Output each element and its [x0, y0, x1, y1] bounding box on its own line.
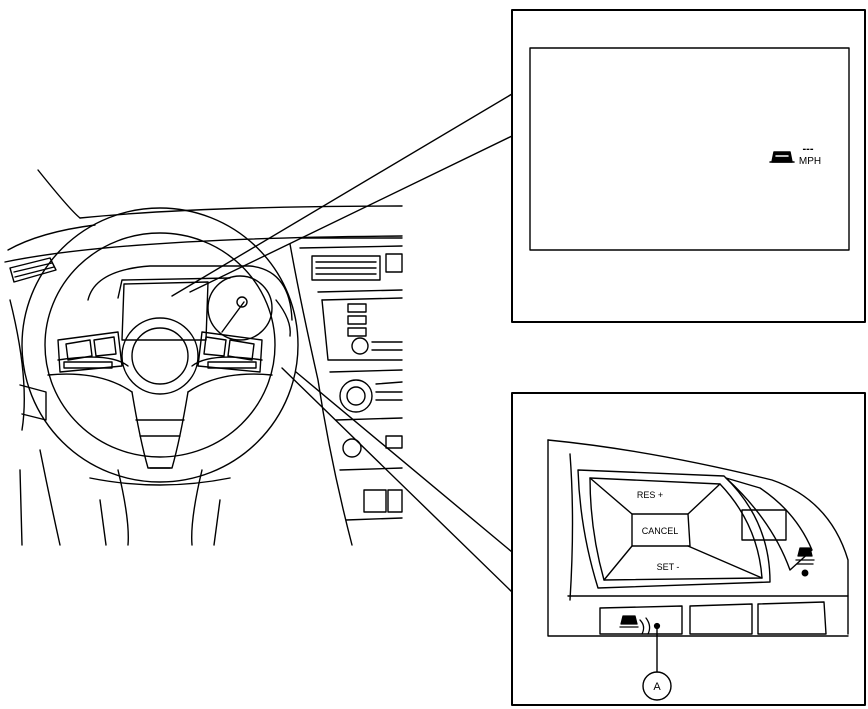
blank-button-right[interactable] — [757, 601, 827, 635]
cancel-button[interactable] — [631, 513, 691, 547]
blank-button-middle[interactable] — [689, 603, 753, 635]
display-leader-lines — [171, 93, 513, 297]
display-inset-frame — [511, 9, 866, 323]
display-screen — [529, 47, 850, 251]
vehicle-ahead-icon — [769, 151, 795, 163]
speed-unit-label: MPH — [799, 156, 821, 167]
display-inset — [511, 9, 866, 323]
res-plus-label: RES + — [637, 490, 663, 500]
callout-a-circle — [642, 671, 672, 701]
cancel-label: CANCEL — [642, 526, 679, 536]
set-minus-label: SET - — [657, 562, 680, 572]
callout-a-label: A — [653, 681, 661, 693]
driver-assist-button[interactable] — [599, 605, 683, 635]
driver-assist-icon — [619, 615, 651, 635]
speed-value-readout: --- — [803, 143, 814, 155]
switch-inset-frame — [511, 392, 866, 706]
vehicle-distance-icon — [795, 547, 815, 577]
cruise-switch-pad[interactable] — [577, 469, 771, 589]
switch-leader-lines — [281, 367, 513, 593]
switch-inset — [511, 392, 866, 706]
dashboard-illustration — [4, 169, 403, 546]
